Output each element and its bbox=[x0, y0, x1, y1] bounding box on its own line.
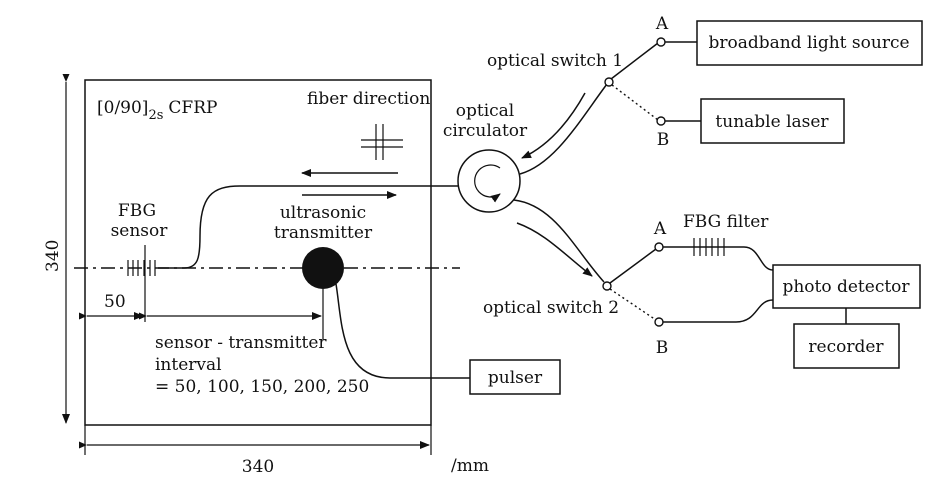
switch2-arm-a bbox=[609, 248, 657, 284]
switch1-port-a-label: A bbox=[655, 14, 669, 34]
offset-dimension-value: 50 bbox=[104, 292, 126, 312]
switch2-port-a-label: A bbox=[653, 219, 667, 239]
fbg-filter-label: FBG filter bbox=[683, 212, 769, 232]
optical-circulator bbox=[457, 149, 521, 213]
signal-arrow-switch2 bbox=[516, 222, 593, 277]
sensor-fiber bbox=[158, 185, 458, 269]
unit-label: /mm bbox=[451, 456, 489, 476]
cfrp-plate bbox=[84, 79, 432, 426]
switch1-port-b-node bbox=[656, 116, 666, 126]
fbg-sensor-grating bbox=[127, 260, 156, 276]
broadband-source-label: broadband light source bbox=[708, 33, 909, 53]
signal-arrow-switch1 bbox=[521, 92, 586, 159]
recorder-box bbox=[793, 323, 900, 369]
circulator-rotation-icon bbox=[474, 164, 501, 203]
photo-detector-label: photo detector bbox=[782, 277, 910, 297]
photo-detector-box bbox=[772, 264, 921, 309]
optical-switch1-label: optical switch 1 bbox=[487, 51, 623, 71]
fiber-direction-icon bbox=[361, 124, 403, 160]
height-dimension-value: 340 bbox=[43, 240, 63, 272]
tunable-laser-box bbox=[700, 98, 845, 144]
switch2-common-node bbox=[602, 281, 612, 291]
recorder-label: recorder bbox=[808, 337, 884, 357]
fiber-circulator-to-switch1 bbox=[519, 83, 608, 175]
switch1-arm-a bbox=[610, 42, 659, 80]
switch2-port-a-node bbox=[654, 242, 664, 252]
switch2-arm-b bbox=[609, 288, 657, 321]
switch1-arm-b bbox=[611, 84, 659, 121]
link-port-b-to-detector bbox=[663, 299, 774, 323]
pulser-label: pulser bbox=[488, 368, 543, 388]
broadband-source-box bbox=[696, 20, 923, 66]
tunable-laser-label: tunable laser bbox=[715, 112, 829, 132]
switch1-common-node bbox=[604, 77, 614, 87]
fbg-filter-grating bbox=[693, 238, 725, 256]
pulser-cable bbox=[335, 283, 470, 379]
link-filter-to-detector bbox=[743, 246, 774, 271]
switch1-port-b-label: B bbox=[657, 130, 670, 150]
fiber-circulator-to-switch2 bbox=[513, 199, 605, 283]
switch2-port-b-node bbox=[654, 317, 664, 327]
switch2-port-b-label: B bbox=[656, 338, 669, 358]
optical-switch2-label: optical switch 2 bbox=[483, 298, 619, 318]
ultrasonic-transmitter bbox=[302, 247, 344, 289]
switch1-port-a-node bbox=[656, 37, 666, 47]
width-dimension-value: 340 bbox=[242, 457, 274, 477]
pulser-box bbox=[469, 359, 561, 395]
fiber-direction-label: fiber direction bbox=[307, 89, 430, 109]
